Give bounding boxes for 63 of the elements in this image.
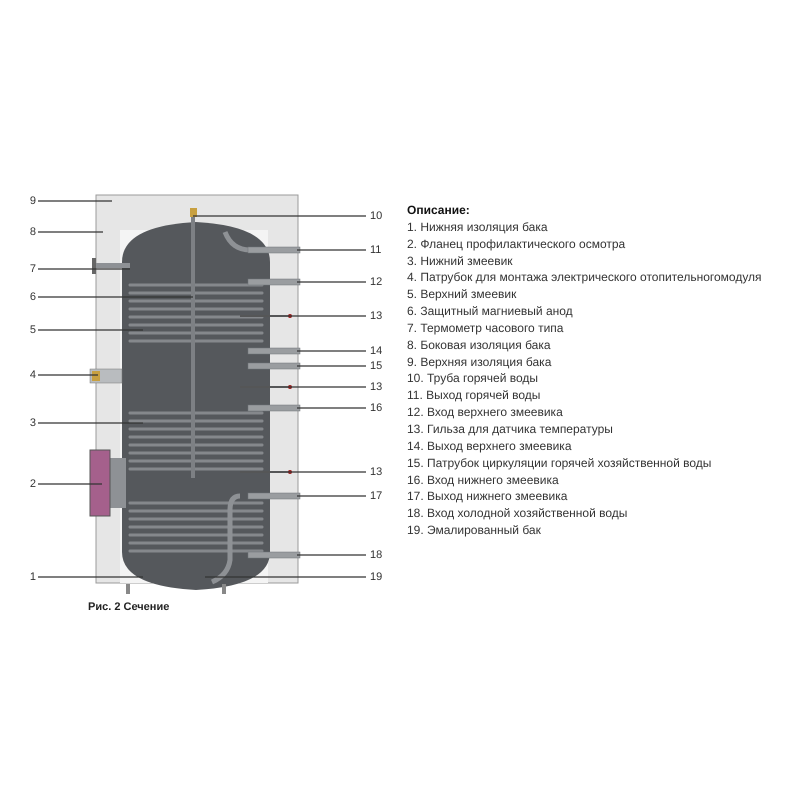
description-item: 11. Выход горячей воды xyxy=(407,387,542,404)
leader-line xyxy=(38,329,143,331)
callout-number: 13 xyxy=(370,309,392,323)
description-item: 17. Выход нижнего змеевика xyxy=(407,488,568,506)
description-item: 19. Эмалированный бак xyxy=(407,522,542,539)
leader-line xyxy=(38,483,102,485)
callout-number: 10 xyxy=(370,209,392,223)
leader-line xyxy=(38,422,143,424)
leader-line xyxy=(38,268,130,270)
description-item: 14. Выход верхнего змеевика xyxy=(407,438,572,455)
description-item: 18. Вход холодной хозяйственной воды xyxy=(407,505,628,522)
leader-line xyxy=(297,554,366,556)
leader-line xyxy=(38,576,143,578)
callout-number: 16 xyxy=(370,401,392,415)
callout-number: 15 xyxy=(370,359,392,373)
description-item: 8. Боковая изоляция бака xyxy=(407,336,552,354)
callout-number: 4 xyxy=(20,368,36,382)
description-item: 5. Верхний змеевик xyxy=(407,286,518,304)
description-item: 10. Труба горячей воды xyxy=(407,370,540,388)
callout-number: 5 xyxy=(20,323,36,337)
callout-number: 7 xyxy=(20,262,36,276)
description-item: 7. Термометр часового типа xyxy=(407,320,564,337)
callout-number: 12 xyxy=(370,275,392,289)
callout-number: 18 xyxy=(370,548,392,562)
description-item: 6. Защитный магниевый анод xyxy=(407,303,574,320)
callout-number: 8 xyxy=(20,225,36,239)
callout-number: 9 xyxy=(20,194,36,208)
callout-number: 1 xyxy=(20,570,36,584)
leader-line xyxy=(297,495,366,497)
leader-line xyxy=(38,296,193,298)
callout-number: 14 xyxy=(370,344,392,358)
callout-number: 6 xyxy=(20,290,36,304)
description-item: 12. Вход верхнего змеевика xyxy=(407,404,564,421)
leader-line xyxy=(38,374,98,376)
callout-number: 3 xyxy=(20,416,36,430)
leader-line xyxy=(240,386,366,388)
description-item: 1. Нижняя изоляция бака xyxy=(407,218,549,236)
leader-line xyxy=(205,576,366,578)
callout-number: 19 xyxy=(370,570,392,584)
leader-line xyxy=(297,281,366,283)
leader-line xyxy=(297,249,366,251)
description-item: 3. Нижний змеевик xyxy=(407,252,514,270)
callout-number: 13 xyxy=(370,465,392,479)
leader-line xyxy=(240,471,366,473)
description-item: 13. Гильза для датчика температуры xyxy=(407,420,614,438)
leader-line xyxy=(240,315,366,317)
callout-number: 13 xyxy=(370,380,392,394)
leader-line xyxy=(193,215,366,217)
description-heading: Описание: xyxy=(407,202,471,219)
description-item: 2. Фланец профилактического осмотра xyxy=(407,236,626,253)
leader-line xyxy=(297,350,366,352)
callout-number: 17 xyxy=(370,489,392,503)
description-item: 9. Верхняя изоляция бака xyxy=(407,354,552,370)
figure-caption: Рис. 2 Сечение xyxy=(88,601,170,613)
leader-line xyxy=(38,200,112,202)
callout-number: 11 xyxy=(370,243,392,257)
callout-number: 2 xyxy=(20,477,36,491)
description-item: 15. Патрубок циркуляции горячей хозяйственной воды xyxy=(407,454,712,472)
leader-line xyxy=(38,231,103,233)
description-item: 4. Патрубок для монтажа электрического отопительногомодуля xyxy=(407,269,763,286)
leader-line xyxy=(297,365,366,367)
description-item: 16. Вход нижнего змеевика xyxy=(407,472,560,488)
leader-line xyxy=(297,407,366,409)
